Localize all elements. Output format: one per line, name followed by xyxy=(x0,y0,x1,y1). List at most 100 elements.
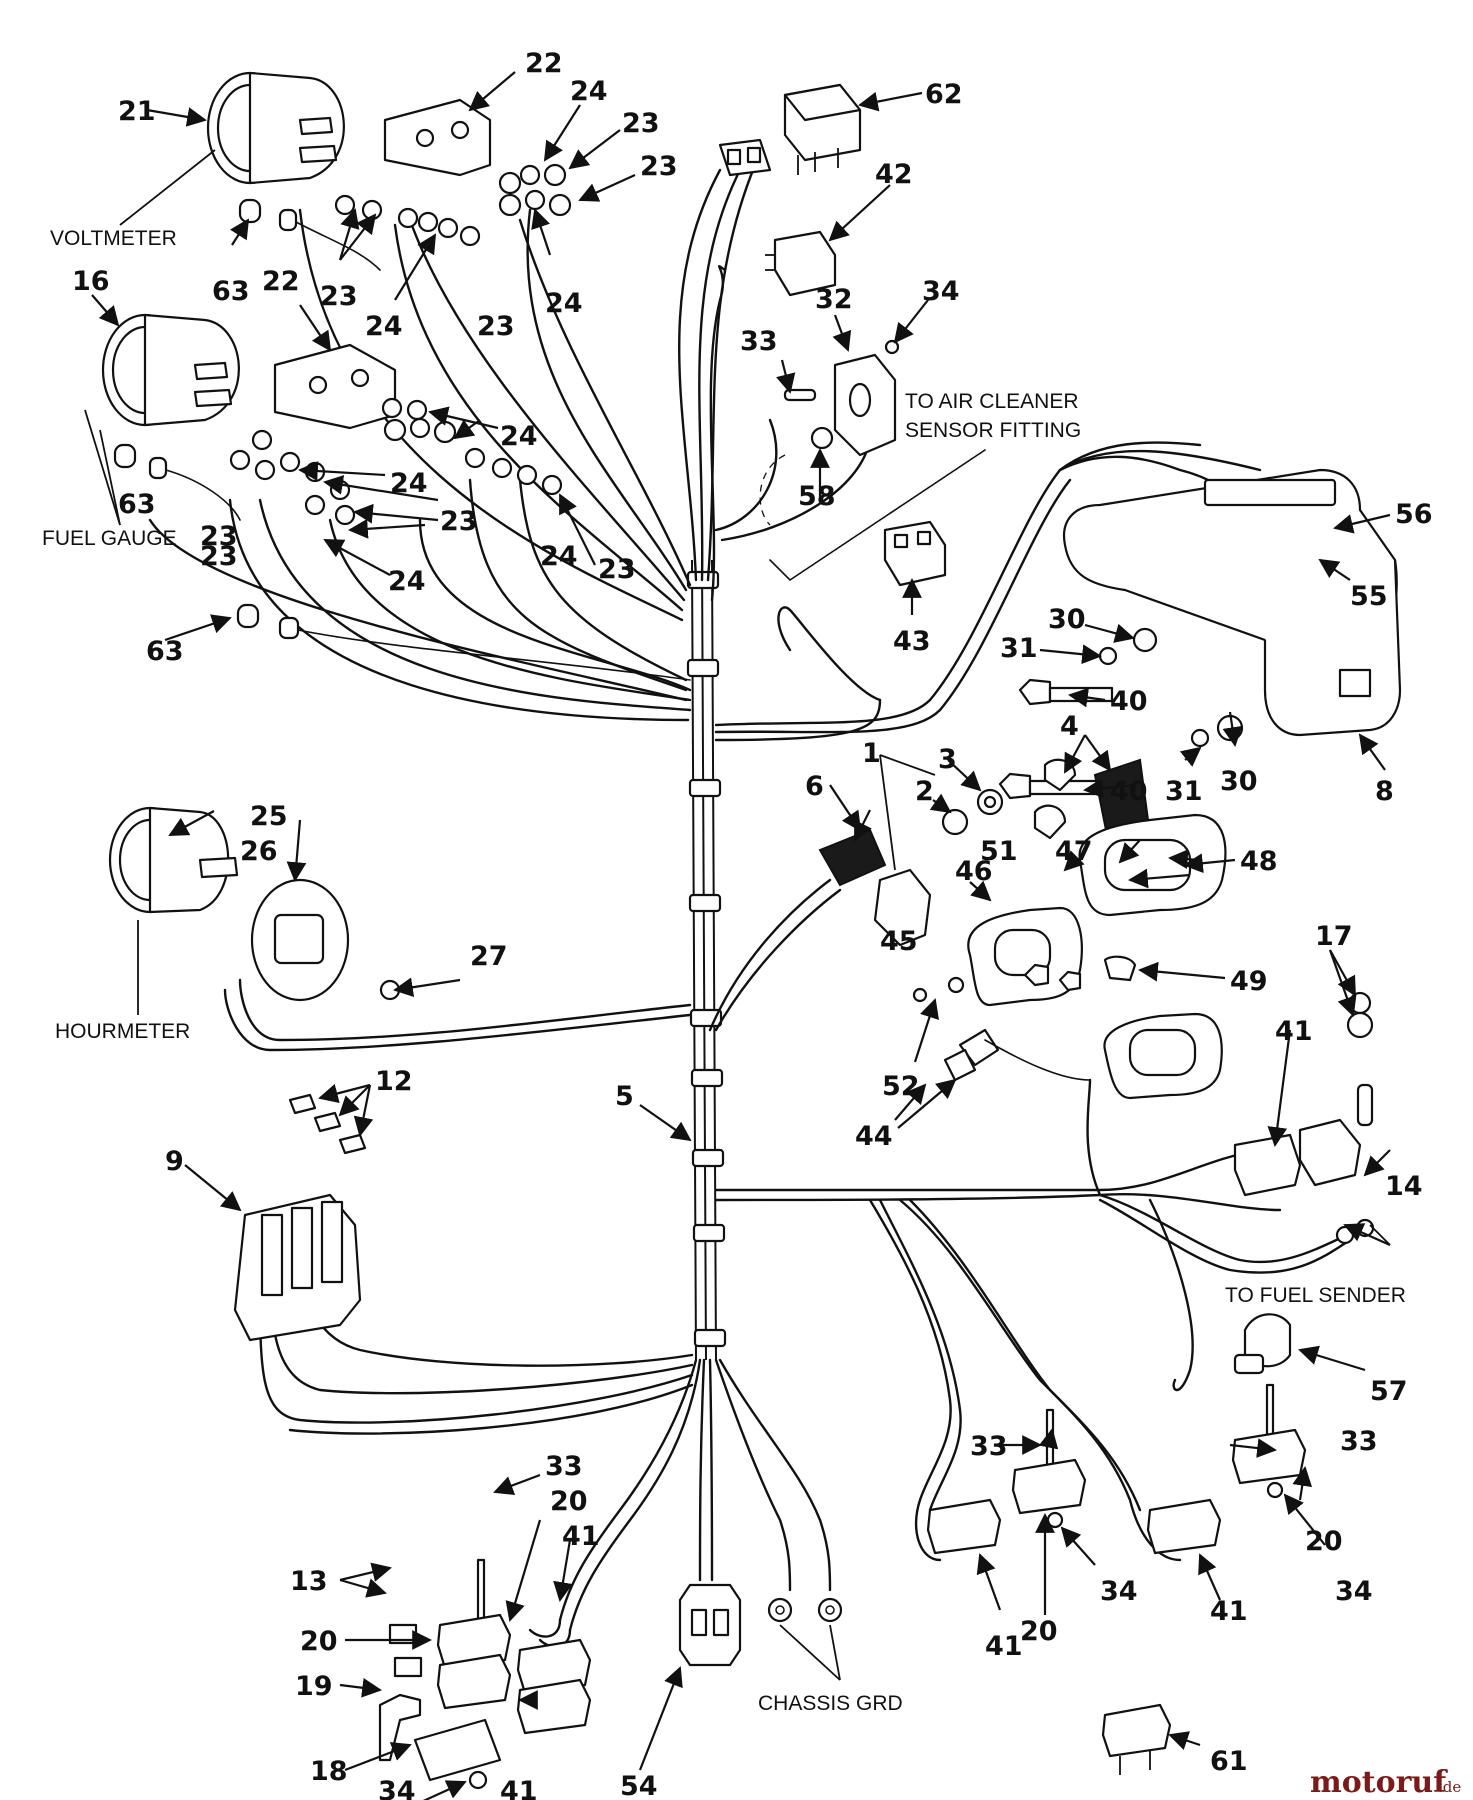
callout-41: 41 xyxy=(1210,1596,1248,1627)
callout-23: 23 xyxy=(320,281,358,312)
callout-41: 41 xyxy=(985,1631,1023,1662)
callout-62: 62 xyxy=(925,79,963,110)
callout-19: 19 xyxy=(295,1671,333,1702)
callout-24: 24 xyxy=(570,76,608,107)
callout-12: 12 xyxy=(375,1066,413,1097)
callout-63: 63 xyxy=(146,636,184,667)
callout-23: 23 xyxy=(640,151,678,182)
callout-6: 6 xyxy=(805,771,824,802)
lower-left-switches xyxy=(378,1558,592,1790)
callout-30: 30 xyxy=(1220,766,1258,797)
callout-2: 2 xyxy=(915,776,934,807)
label-sensor-fitting: SENSOR FITTING xyxy=(905,419,1081,442)
fuse-block xyxy=(233,1093,367,1342)
callout-52: 52 xyxy=(882,1071,920,1102)
callout-5: 5 xyxy=(615,1081,634,1112)
callout-54: 54 xyxy=(620,1771,658,1800)
callout-20: 20 xyxy=(550,1486,588,1517)
watermark: motoruf .de xyxy=(1310,1765,1461,1800)
callout-40: 40 xyxy=(1110,776,1148,807)
callout-1: 1 xyxy=(862,738,881,769)
callout-23: 23 xyxy=(440,506,478,537)
callout-24: 24 xyxy=(390,468,428,499)
callout-25: 25 xyxy=(250,801,288,832)
callout-22: 22 xyxy=(525,48,563,79)
callout-47: 47 xyxy=(1055,836,1093,867)
label-voltmeter: VOLTMETER xyxy=(50,227,177,250)
callout-48: 48 xyxy=(1240,846,1278,877)
callout-24: 24 xyxy=(500,421,538,452)
bulb-socket xyxy=(236,603,691,681)
air-cleaner-sensor xyxy=(759,339,986,582)
watermark-brand: motoruf xyxy=(1310,1765,1448,1800)
callout-40: 40 xyxy=(1110,686,1148,717)
label-air-cleaner: TO AIR CLEANER xyxy=(905,390,1079,413)
key-switch-assembly xyxy=(818,758,1152,947)
callout-13: 13 xyxy=(290,1566,328,1597)
relay-43 xyxy=(883,520,947,587)
callout-arrows xyxy=(91,71,1391,1800)
label-hourmeter: HOURMETER xyxy=(55,1020,190,1043)
callout-31: 31 xyxy=(1165,776,1203,807)
switch-61 xyxy=(1101,1703,1172,1775)
callout-24: 24 xyxy=(540,541,578,572)
callout-61: 61 xyxy=(1210,1746,1248,1777)
part-labels: VOLTMETER FUEL GAUGE HOURMETER TO AIR CL… xyxy=(42,149,1406,1715)
callout-20: 20 xyxy=(1305,1526,1343,1557)
callout-32: 32 xyxy=(815,284,853,315)
callout-16: 16 xyxy=(72,266,110,297)
callout-33: 33 xyxy=(970,1431,1008,1462)
controller-module xyxy=(1062,468,1402,737)
callout-34: 34 xyxy=(378,1776,416,1800)
callout-33: 33 xyxy=(740,326,778,357)
label-fuel-sender: TO FUEL SENDER xyxy=(1225,1284,1406,1307)
callout-46: 46 xyxy=(955,856,993,887)
callout-56: 56 xyxy=(1395,499,1433,530)
watermark-suffix: .de xyxy=(1438,1778,1461,1796)
callout-42: 42 xyxy=(875,159,913,190)
callout-34: 34 xyxy=(922,276,960,307)
label-fuel-gauge: FUEL GAUGE xyxy=(42,527,177,550)
fuel-gauge-assembly xyxy=(101,313,563,526)
callout-63: 63 xyxy=(212,276,250,307)
callout-41: 41 xyxy=(1275,1016,1313,1047)
voltmeter-nuts xyxy=(334,163,572,247)
callout-24: 24 xyxy=(365,311,403,342)
callout-63: 63 xyxy=(118,489,156,520)
callout-numbers: 21 22 24 23 23 62 42 63 23 24 23 24 34 3… xyxy=(72,48,1433,1800)
relay-62 xyxy=(783,83,862,175)
callout-24: 24 xyxy=(545,288,583,319)
callout-49: 49 xyxy=(1230,966,1268,997)
callout-17: 17 xyxy=(1315,921,1353,952)
label-chassis-grd: CHASSIS GRD xyxy=(758,1692,903,1715)
callout-23: 23 xyxy=(477,311,515,342)
callout-23: 23 xyxy=(622,108,660,139)
callout-8: 8 xyxy=(1375,776,1394,807)
callout-45: 45 xyxy=(880,926,918,957)
connector-top xyxy=(718,138,772,177)
callout-31: 31 xyxy=(1000,633,1038,664)
callout-51: 51 xyxy=(980,836,1018,867)
callout-24: 24 xyxy=(388,566,426,597)
callout-4: 4 xyxy=(1060,711,1079,742)
callout-22: 22 xyxy=(262,266,300,297)
callout-14: 14 xyxy=(1385,1171,1423,1202)
callout-26: 26 xyxy=(240,836,278,867)
callout-43: 43 xyxy=(893,626,931,657)
callout-20: 20 xyxy=(300,1626,338,1657)
lower-right-switch xyxy=(1146,1383,1307,1555)
callout-3: 3 xyxy=(938,744,957,775)
callout-58: 58 xyxy=(798,481,836,512)
relay-42 xyxy=(765,230,837,297)
callout-23: 23 xyxy=(200,541,238,572)
callout-34: 34 xyxy=(1100,1576,1138,1607)
callout-23: 23 xyxy=(598,554,636,585)
callout-34: 34 xyxy=(1335,1576,1373,1607)
hourmeter-assembly xyxy=(108,806,401,1002)
chassis-ground-terminals xyxy=(767,1597,843,1623)
callout-57: 57 xyxy=(1370,1376,1408,1407)
harness-sleeves xyxy=(686,570,727,1348)
fuel-gauge-nuts xyxy=(229,397,563,526)
